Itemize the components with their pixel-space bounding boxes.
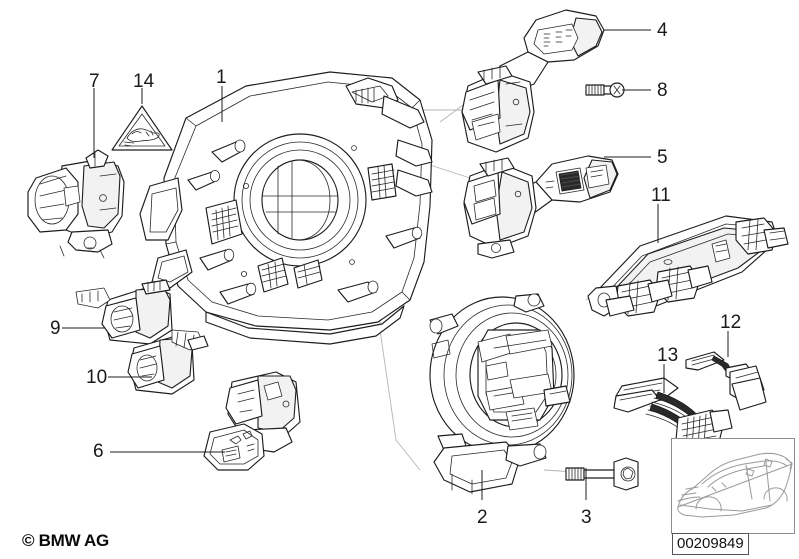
part-2-slip-ring-coil-spring bbox=[429, 293, 575, 495]
callout-leaders bbox=[62, 29, 729, 500]
part-14-warning-triangle bbox=[111, 105, 173, 151]
part-11-connector-module bbox=[587, 215, 789, 317]
vehicle-location-inset bbox=[671, 438, 795, 534]
part-4-turn-signal-stalk bbox=[461, 9, 605, 153]
callout-number-5: 5 bbox=[657, 147, 668, 168]
part-12-adapter-cable bbox=[685, 351, 767, 411]
callout-number-2: 2 bbox=[477, 507, 488, 528]
housing-mounting-pins bbox=[187, 139, 423, 305]
part-7-steering-lock-switch bbox=[27, 149, 125, 259]
callout-number-8: 8 bbox=[657, 80, 668, 101]
callout-number-1: 1 bbox=[216, 67, 227, 88]
callout-number-12: 12 bbox=[720, 312, 742, 333]
callout-number-4: 4 bbox=[657, 20, 668, 41]
part-5-wiper-stalk bbox=[463, 155, 619, 259]
callout-number-11: 11 bbox=[651, 185, 671, 206]
part-10-rocker-switch bbox=[127, 329, 209, 395]
part-6-ignition-key-switch bbox=[203, 371, 301, 471]
part-3-hex-bolt bbox=[565, 457, 639, 491]
diagram-part-number: 00209849 bbox=[672, 533, 749, 555]
callout-number-9: 9 bbox=[50, 318, 61, 339]
callout-number-7: 7 bbox=[89, 71, 100, 92]
part-9-rocker-switch bbox=[75, 279, 173, 345]
stalk-pictograms bbox=[543, 29, 573, 47]
callout-number-10: 10 bbox=[86, 367, 108, 388]
hazard-pictogram bbox=[123, 128, 160, 147]
copyright-notice: © BMW AG bbox=[22, 531, 109, 550]
callout-number-6: 6 bbox=[93, 441, 104, 462]
part-1-switch-cluster-housing bbox=[139, 71, 433, 345]
callout-number-13: 13 bbox=[657, 345, 679, 366]
callout-number-14: 14 bbox=[133, 71, 155, 92]
callout-number-3: 3 bbox=[581, 507, 592, 528]
vehicle-outline-illustration bbox=[677, 452, 793, 518]
part-8-fillister-screw bbox=[585, 82, 625, 98]
